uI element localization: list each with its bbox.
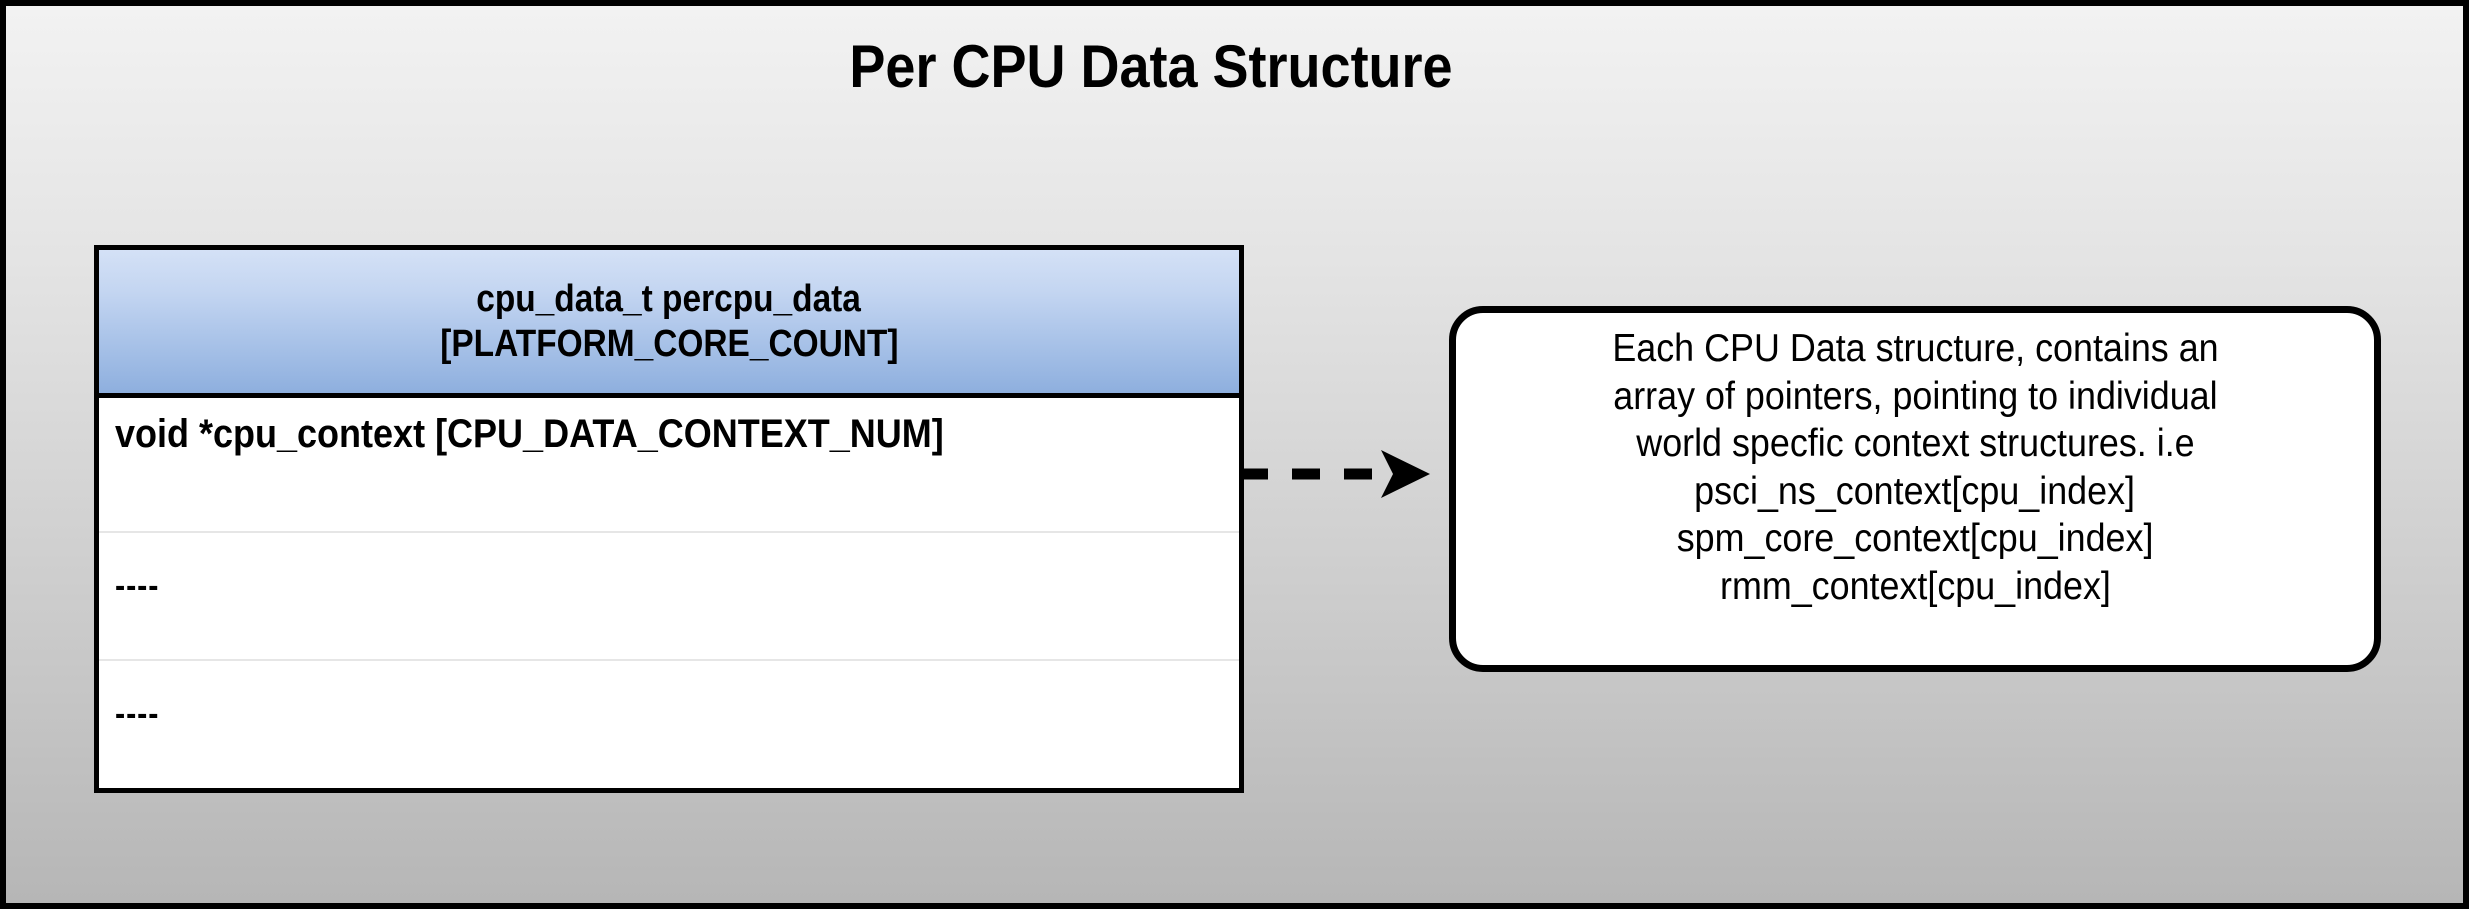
note-line: rmm_context[cpu_index]: [1719, 564, 2111, 608]
note-callout-box: Each CPU Data structure, contains an arr…: [1449, 306, 2381, 672]
table-row: void *cpu_context [CPU_DATA_CONTEXT_NUM]: [99, 398, 1239, 531]
note-line: Each CPU Data structure, contains an: [1611, 327, 2219, 370]
struct-table-header: cpu_data_t percpu_data [PLATFORM_CORE_CO…: [99, 250, 1239, 398]
struct-field-cpu-context: void *cpu_context [CPU_DATA_CONTEXT_NUM]: [115, 412, 944, 456]
struct-header-line-2: [PLATFORM_CORE_COUNT]: [439, 322, 899, 365]
struct-field-placeholder-2: ----: [115, 695, 160, 733]
struct-field-placeholder-1: ----: [115, 567, 160, 605]
note-line: world specfic context structures. i.e: [1635, 422, 2195, 466]
table-row: ----: [99, 531, 1239, 659]
struct-header-line-1: cpu_data_t percpu_data: [476, 277, 862, 320]
note-line: psci_ns_context[cpu_index]: [1694, 469, 2136, 513]
percpu-data-struct-table: cpu_data_t percpu_data [PLATFORM_CORE_CO…: [94, 245, 1244, 793]
note-line: array of pointers, pointing to individua…: [1612, 374, 2218, 418]
dashed-arrow-connector: [1240, 450, 1430, 498]
table-row: ----: [99, 659, 1239, 783]
note-line: spm_core_context[cpu_index]: [1676, 517, 2154, 561]
arrowhead-icon: [1381, 450, 1430, 498]
page-title: Per CPU Data Structure: [849, 33, 1453, 100]
